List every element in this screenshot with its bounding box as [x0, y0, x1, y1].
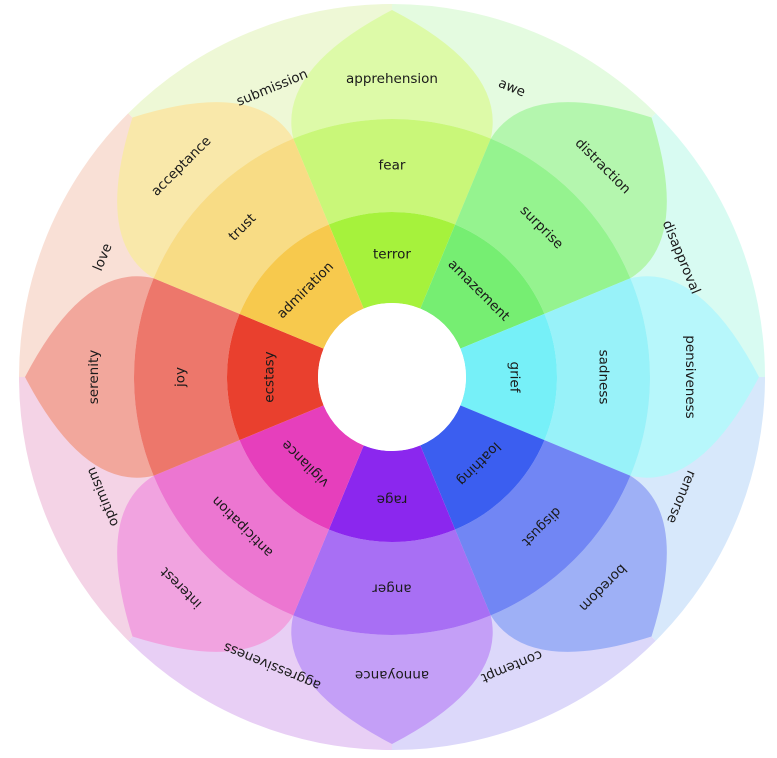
- label-annoyance: annoyance: [355, 667, 429, 683]
- petal-trust-inner: [239, 224, 364, 349]
- label-pensiveness: pensiveness: [682, 335, 698, 418]
- petal-anticipation-inner: [239, 405, 364, 530]
- petal-sadness-outer: [630, 276, 759, 478]
- label-serenity: serenity: [86, 350, 102, 405]
- petal-anticipation-outer: [117, 475, 294, 652]
- petal-anger-outer: [291, 615, 493, 744]
- petal-surprise-outer: [490, 102, 667, 279]
- petal-anger-inner: [328, 445, 456, 542]
- label-rage: rage: [377, 492, 408, 508]
- petal-disgust-middle: [455, 440, 631, 616]
- petal-joy-outer: [25, 276, 154, 478]
- petal-trust-outer: [117, 102, 294, 279]
- petal-fear-inner: [328, 212, 456, 309]
- center-hole: [318, 303, 466, 451]
- petal-fear-outer: [291, 10, 493, 139]
- label-joy: joy: [173, 367, 189, 388]
- label-ecstasy: ecstasy: [262, 351, 278, 402]
- label-fear: fear: [379, 158, 406, 174]
- petal-layer: [25, 10, 759, 744]
- label-terror: terror: [373, 247, 411, 263]
- petal-trust-middle: [153, 138, 329, 314]
- petal-anticipation-middle: [153, 440, 329, 616]
- petal-disgust-outer: [490, 475, 667, 652]
- label-grief: grief: [507, 362, 523, 394]
- petal-joy-middle: [134, 278, 240, 476]
- petal-sadness-inner: [460, 313, 557, 441]
- petal-fear-middle: [293, 119, 491, 225]
- petal-surprise-middle: [455, 138, 631, 314]
- petal-disgust-inner: [420, 405, 545, 530]
- label-anger: anger: [372, 581, 412, 597]
- petal-surprise-inner: [420, 224, 545, 349]
- label-apprehension: apprehension: [346, 71, 438, 87]
- petal-sadness-middle: [544, 278, 650, 476]
- petal-joy-inner: [227, 313, 324, 441]
- label-sadness: sadness: [596, 350, 612, 405]
- petal-anger-middle: [293, 529, 491, 635]
